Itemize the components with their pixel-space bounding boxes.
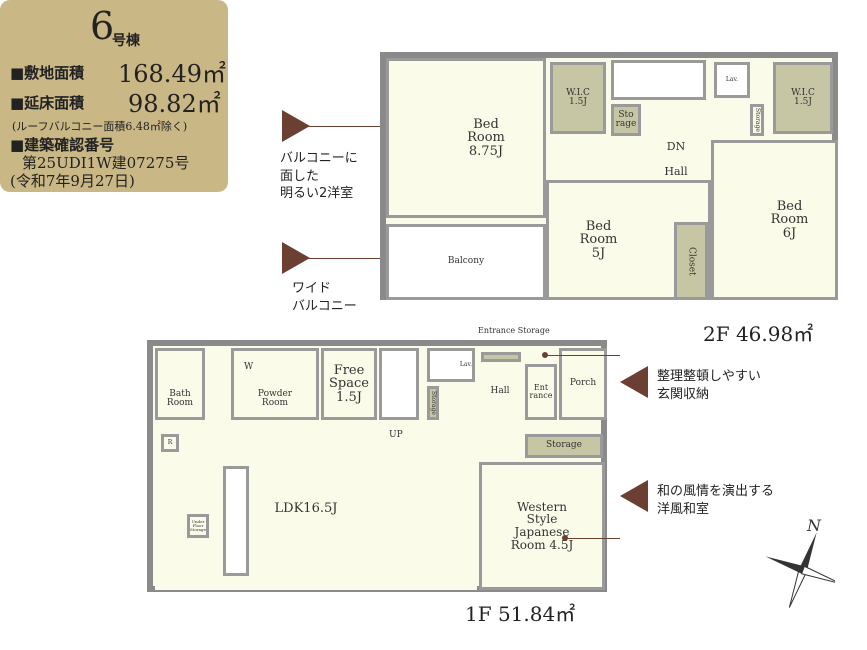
under-floor-storage: Under Floor Storage — [187, 514, 209, 538]
area-1f: 1F 51.84㎡ — [465, 602, 576, 626]
note-wide-balcony: ワイド バルコニー — [292, 281, 357, 314]
entrance-storage — [481, 352, 521, 362]
callout-dot — [562, 535, 568, 541]
room-bath: Bath Room — [155, 348, 205, 420]
kitchen-counter — [223, 466, 249, 576]
permit-date: (令和7年9月27日) — [10, 172, 135, 190]
site-area-value: 168.49㎡ — [118, 60, 226, 88]
stairs-1f — [379, 348, 419, 420]
label-up: UP — [389, 430, 403, 440]
room-wic-right: W.I.C 1.5J — [773, 62, 833, 134]
room-storage-small-1f: Storage — [427, 386, 439, 420]
building-suffix: 号棟 — [112, 33, 140, 49]
room-japanese: Western Style Japanese Room 4.5J — [479, 462, 605, 590]
callout-arrow-icon — [620, 480, 648, 512]
note-bright-rooms: バルコニーに 面した 明るい2洋室 — [280, 151, 358, 202]
hatch-r: R — [161, 434, 179, 452]
room-hall-1f: Hall — [475, 364, 525, 420]
label-entrance-storage: Entrance Storage — [478, 326, 550, 335]
room-wic-left: W.I.C 1.5J — [550, 62, 606, 134]
callout-arrow-icon — [282, 110, 310, 142]
room-storage-2f: Sto rage — [611, 104, 641, 136]
room-storage-small-2f: Storage — [750, 104, 764, 136]
note-entrance-storage: 整理整頓しやすい 玄関収納 — [657, 369, 761, 402]
room-bed-main: Bed Room 8.75J — [386, 58, 546, 218]
room-storage-1f: Storage — [525, 434, 603, 458]
room-ldk: LDK16.5J — [155, 428, 477, 590]
room-entrance: Ent rance — [525, 364, 557, 420]
permit-number: 第25UDI1W建07275号 — [22, 154, 190, 172]
room-lav-1f: Lav. — [427, 348, 475, 382]
room-porch: Porch — [559, 348, 607, 420]
area-2f: 2F 46.98㎡ — [703, 322, 814, 346]
balcony: Balcony — [386, 224, 546, 300]
property-info-box: 6 号棟 ■敷地面積 168.49㎡ ■延床面積 98.82㎡ (ルーフバルコニ… — [0, 0, 228, 192]
callout-arrow-icon — [620, 366, 648, 398]
permit-label: ■建築確認番号 — [10, 136, 115, 154]
room-closet: Closet — [674, 222, 708, 300]
note-japanese-room: 和の風情を演出する 洋風和室 — [657, 484, 775, 517]
compass-north-label: N — [807, 516, 821, 535]
room-bed-6j: Bed Room 6J — [711, 140, 838, 300]
callout-arrow-icon — [282, 242, 310, 274]
stairs-2f — [611, 60, 706, 100]
site-area-label: ■敷地面積 — [10, 64, 85, 82]
building-number: 6 — [90, 4, 115, 48]
room-free-space: Free Space 1.5J — [321, 348, 377, 420]
room-lav-2f: Lav. — [714, 62, 750, 98]
compass-icon: N — [755, 516, 841, 610]
floor-area-label: ■延床面積 — [10, 94, 85, 112]
callout-dot — [542, 352, 548, 358]
floor-area-note: (ルーフバルコニー面積6.48㎡除く) — [12, 120, 188, 133]
floor-area-value: 98.82㎡ — [128, 90, 221, 118]
